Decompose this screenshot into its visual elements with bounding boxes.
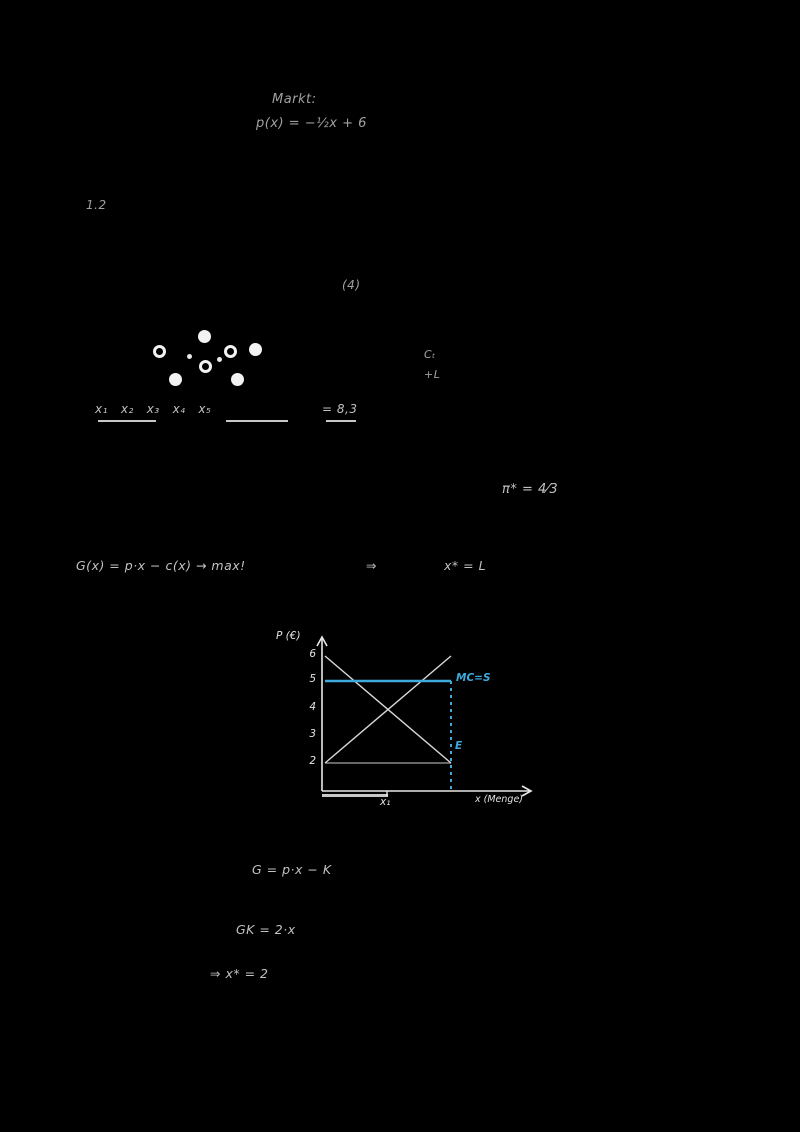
axis-highlight-stroke [322,794,388,797]
drawn-dot-solid [231,373,244,386]
drawn-dot-tiny [217,357,222,362]
note-fragment-solution: ⇒ x* = 2 [210,966,269,981]
x-axis-label: x (Menge) [475,794,523,805]
underline-stroke [326,420,356,422]
equilibrium-label: E [455,740,463,752]
x-tick-label: x₁ [380,796,391,808]
drawn-dot-ring [224,345,237,358]
y-axis-arrow-icon [316,635,328,647]
x-axis-arrow-icon [521,785,533,797]
y-tick-label: 6 [309,648,316,660]
note-fragment-ct: Cₜ [424,348,436,361]
drawn-dot-solid [169,373,182,386]
note-fragment-variables: x₁ x₂ x₃ x₄ x₅ [95,402,212,416]
note-fragment-gewinn: G = p·x − K [252,862,332,877]
note-fragment-implies: ⇒ [366,558,377,573]
note-fragment-formula: p(x) = −½x + 6 [256,116,367,131]
note-fragment-pi: π* = 4⁄3 [502,482,559,497]
y-axis-label: P (€) [276,630,301,642]
drawn-dot-ring [153,345,166,358]
drawn-dot-ring [199,360,212,373]
y-tick-label: 4 [309,701,316,713]
note-fragment-gk: GK = 2·x [236,922,296,937]
y-tick-label: 2 [309,755,316,767]
drawn-dot-solid [249,343,262,356]
mc-line-label: MC=S [456,672,491,684]
note-fragment-title: Markt: [272,92,317,107]
y-tick-label: 5 [309,673,316,685]
note-fragment-profit-eq: G(x) = p·x − c(x) → max! [76,558,246,573]
drawn-dot-solid [198,330,211,343]
diagram-lines [316,635,533,797]
underline-stroke [226,420,288,422]
note-fragment-xstar: x* = L [444,558,487,573]
supply-demand-diagram: P (€) 6 5 4 3 2 MC=S E x₁ x (Menge) [270,628,555,818]
note-fragment-result: = 8,3 [322,402,358,416]
note-fragment-section: 1.2 [86,198,107,212]
underline-stroke [98,420,156,422]
note-fragment-number: (4) [342,278,361,292]
drawn-dot-tiny [187,354,192,359]
y-tick-label: 3 [309,728,316,740]
note-fragment-plus-l: +L [424,368,441,381]
supply-line [324,655,452,764]
